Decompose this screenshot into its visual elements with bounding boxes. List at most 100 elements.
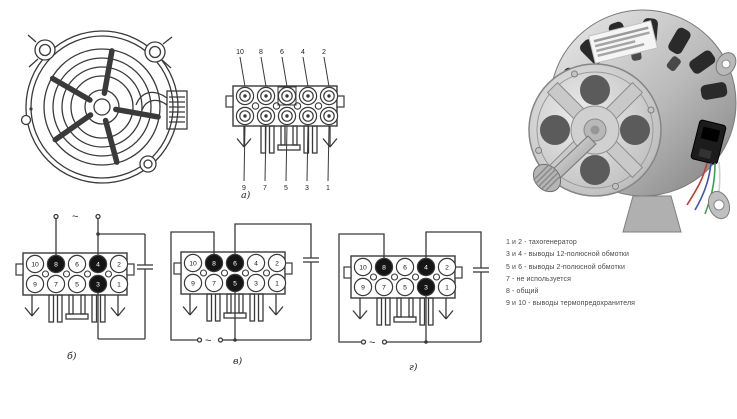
pin-number: 10: [359, 264, 367, 271]
pulley: [532, 163, 562, 193]
pin-circle: [46, 254, 66, 274]
pin-center: [327, 114, 331, 118]
pin-center: [243, 94, 247, 98]
pin-socket: [260, 90, 272, 102]
wiring-loops: [170, 223, 319, 343]
pin-circle: [353, 277, 373, 297]
pin-leader: [281, 56, 288, 87]
pin-number: 2: [445, 264, 449, 271]
pin-leader: [243, 125, 246, 182]
diagram-label-a: а): [241, 190, 251, 201]
pin-number: 9: [361, 284, 365, 291]
pin-circle: [416, 257, 436, 277]
pin-number: 1: [326, 185, 330, 192]
junction-dot: [424, 340, 428, 344]
pin-number: 4: [301, 49, 305, 56]
mounting-ears: [707, 52, 737, 220]
pin-circle: [225, 253, 245, 273]
pin-number: 9: [33, 281, 37, 288]
pin-center: [264, 114, 268, 118]
end-bell-openings: [540, 75, 650, 185]
pin-number: 4: [96, 261, 100, 268]
pin-circle: [395, 257, 415, 277]
ac-symbol: ~: [72, 211, 78, 223]
legend-item: 9 и 10 - выводы термопредохранителя: [506, 300, 636, 308]
pin-circle: [374, 277, 394, 297]
pin-leader: [239, 56, 246, 87]
pin-number: 6: [233, 260, 237, 267]
connector-legs: [182, 293, 284, 322]
pin-leader: [302, 56, 309, 87]
pin-number: 9: [191, 280, 195, 287]
pin-number: 1: [275, 280, 279, 287]
pin-circle: [246, 253, 266, 273]
pin-number: 5: [403, 284, 407, 291]
pin-socket: [260, 110, 272, 122]
pin-leader: [285, 125, 288, 182]
diagram-label-g: г): [409, 362, 418, 373]
pin-center: [306, 114, 310, 118]
legend-item: 3 и 4 - выводы 12-полюсной обмотки: [506, 251, 629, 259]
pin-circle: [437, 257, 457, 277]
pin-leader: [264, 125, 267, 182]
legend-item: 7 - не используется: [506, 275, 572, 283]
pin-number: 7: [212, 280, 216, 287]
pin-socket: [281, 90, 293, 102]
mounting-lugs: [20, 34, 173, 173]
pin-number: 6: [280, 49, 284, 56]
pin-circle: [46, 274, 66, 294]
pin-leader: [306, 125, 309, 182]
pin-number: 5: [233, 280, 237, 287]
pin-center: [306, 94, 310, 98]
pin-circle: [109, 274, 129, 294]
pin-circle: [109, 254, 129, 274]
bell-bolts: [535, 70, 655, 190]
pin-leader: [327, 125, 330, 182]
pin-circle: [183, 253, 203, 273]
pin-number: 5: [284, 185, 288, 192]
pin-center: [264, 94, 268, 98]
pin-number: 2: [275, 260, 279, 267]
pin-circle: [267, 253, 287, 273]
connector-legs: [352, 297, 454, 326]
pin-number: 6: [75, 261, 79, 268]
pin-number: 2: [117, 261, 121, 268]
pin-center: [243, 114, 247, 118]
legend-item: 8 - общий: [506, 288, 539, 296]
pin-circle: [183, 273, 203, 293]
pin-number: 3: [305, 185, 309, 192]
pin-leader: [323, 56, 330, 87]
pin-circle: [416, 277, 436, 297]
motor-connector-block: [135, 90, 188, 130]
pin-circle: [246, 273, 266, 293]
motor-photo: [528, 9, 737, 233]
pin-number: 10: [236, 49, 244, 56]
capacitor-branch: [97, 234, 153, 340]
pin-number: 5: [75, 281, 79, 288]
pin-socket: [239, 90, 251, 102]
pin-number: 2: [322, 49, 326, 56]
legend-item: 5 и 6 - выводы 2-полюсной обмотки: [506, 263, 625, 271]
pin-socket: [323, 90, 335, 102]
pin-center: [285, 94, 289, 98]
pin-circle: [204, 253, 224, 273]
pin-circle: [395, 277, 415, 297]
pin-legend: 1 и 2 - тахогенератор 3 и 4 - выводы 12-…: [506, 237, 734, 311]
pin-number: 8: [259, 49, 263, 56]
pin-circle: [25, 274, 45, 294]
pin-number: 3: [254, 280, 258, 287]
pin-circle: [67, 274, 87, 294]
pin-socket: [302, 110, 314, 122]
pin-number: 8: [382, 264, 386, 271]
terminal-connector: [690, 119, 727, 165]
pin-center: [327, 94, 331, 98]
pin-circle: [88, 274, 108, 294]
pin-number: 7: [54, 281, 58, 288]
diagram-label-b: б): [67, 351, 77, 362]
